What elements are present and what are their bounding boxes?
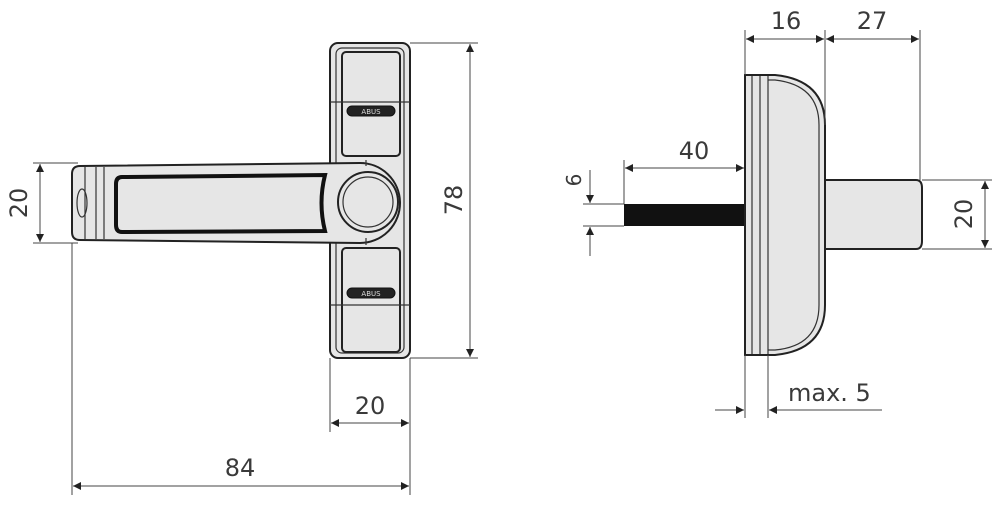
- side-plate: [744, 74, 826, 356]
- dimension-total-height: 78: [410, 42, 478, 359]
- dimension-knob-length: 27: [826, 7, 921, 180]
- knob-shaft: [824, 179, 923, 250]
- svg-text:6: 6: [562, 174, 586, 187]
- svg-text:20: 20: [5, 188, 33, 219]
- dimension-total-length: 84: [71, 243, 409, 495]
- vertical-plate: ABUS ABUS: [329, 42, 411, 359]
- svg-text:20: 20: [355, 392, 386, 420]
- brand-mark-bottom: ABUS: [346, 287, 396, 299]
- dimension-arm-height: 20: [5, 162, 78, 244]
- svg-text:20: 20: [950, 199, 978, 230]
- screw-cap-icon: [76, 188, 88, 218]
- svg-text:16: 16: [771, 7, 802, 35]
- threaded-screw: [624, 204, 745, 226]
- svg-text:78: 78: [440, 185, 468, 216]
- dimension-gap-max: max. 5: [715, 355, 882, 418]
- dimension-screw-length: 40: [623, 137, 744, 204]
- dimension-knob-diameter: 20: [922, 179, 992, 250]
- dimension-plate-depth: 16: [744, 7, 826, 125]
- front-view: ABUS ABUS 20: [5, 42, 478, 495]
- dimension-screw-diameter: 6: [562, 170, 624, 256]
- svg-text:max. 5: max. 5: [788, 379, 871, 407]
- svg-text:27: 27: [857, 7, 888, 35]
- dimension-plate-width: 20: [329, 358, 411, 495]
- svg-text:ABUS: ABUS: [361, 290, 381, 298]
- grip-window: [114, 172, 328, 235]
- handle-arm: [71, 160, 402, 245]
- svg-text:84: 84: [225, 454, 256, 482]
- lock-cylinder: [337, 171, 399, 233]
- side-view: 16 27 40 6 20: [562, 7, 992, 418]
- svg-text:ABUS: ABUS: [361, 108, 381, 116]
- svg-text:40: 40: [679, 137, 710, 165]
- brand-mark-top: ABUS: [346, 105, 396, 117]
